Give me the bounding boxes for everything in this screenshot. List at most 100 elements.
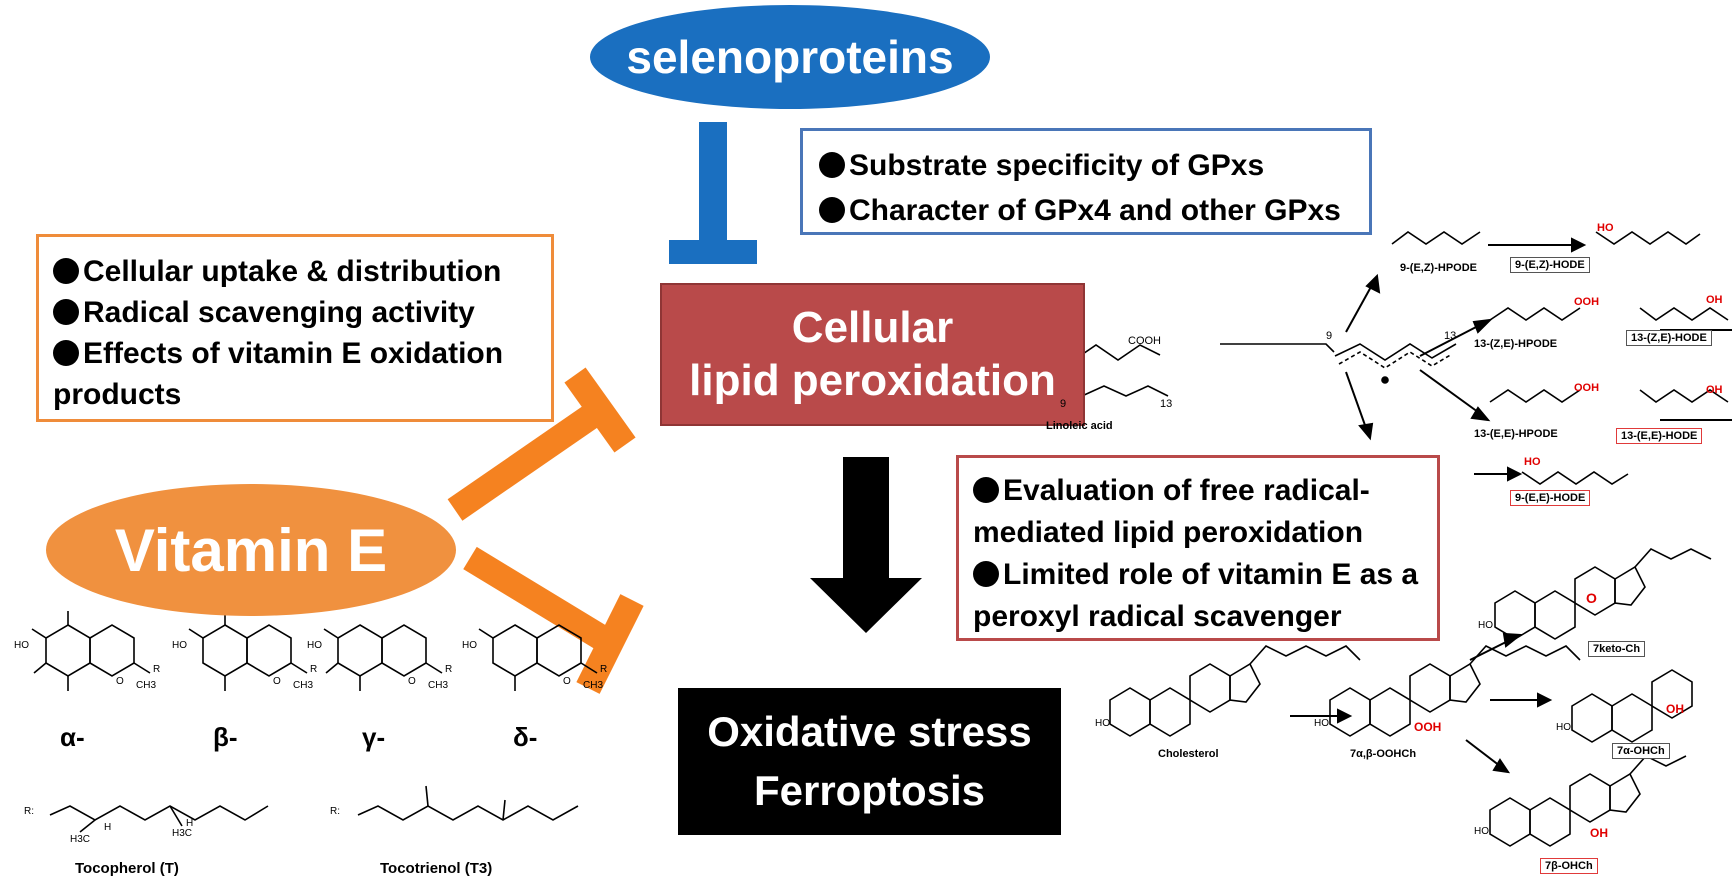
tocopherol-label: Tocopherol (T) bbox=[75, 860, 179, 877]
lipid-peroxidation-node: Cellular lipid peroxidation bbox=[660, 283, 1085, 426]
r-colon-label: R: bbox=[330, 806, 340, 817]
ooh-cholesterol-label: 7α,β-OOHCh bbox=[1350, 748, 1417, 760]
r-group-label: R bbox=[600, 664, 608, 675]
ho-atom-label: HO bbox=[172, 640, 187, 651]
vitamin-e-topics-box: Cellular uptake & distribution Radical s… bbox=[36, 234, 554, 422]
vitamin-e-node: Vitamin E bbox=[46, 484, 456, 616]
position-9-label: 9 bbox=[1060, 398, 1067, 410]
alpha-isomer-label: α- bbox=[60, 722, 85, 752]
keto-cholesterol-product: 7keto-Ch bbox=[1588, 641, 1646, 657]
delta-isomer-label: δ- bbox=[513, 722, 538, 752]
ho-group-label: HO bbox=[1524, 456, 1541, 468]
vitamin-e-inhibition-upper bbox=[447, 367, 636, 521]
bullet-icon bbox=[819, 197, 845, 223]
radical-position-9-label: 9 bbox=[1326, 330, 1333, 342]
ho-atom-label: HO bbox=[1095, 718, 1110, 729]
gpx-topic-item: Substrate specificity of GPxs bbox=[819, 143, 1355, 188]
ho-atom-label: HO bbox=[462, 640, 477, 651]
lipid-peroxidation-line-2: lipid peroxidation bbox=[689, 355, 1056, 405]
bullet-icon bbox=[819, 152, 845, 178]
cooh-label: COOH bbox=[1128, 335, 1161, 347]
ho-group-label: HO bbox=[1597, 222, 1614, 234]
bullet-icon bbox=[973, 561, 999, 587]
vitamin-topic-item: Cellular uptake & distribution bbox=[53, 251, 541, 292]
radical-topic-continuation: peroxyl radical scavenger bbox=[973, 600, 1342, 633]
beta-isomer-label: β- bbox=[213, 722, 238, 752]
ho-atom-label: HO bbox=[1556, 722, 1571, 733]
bullet-icon bbox=[53, 340, 79, 366]
o-atom-label: O bbox=[273, 676, 281, 687]
hode-9-ez-product: 9-(E,Z)-HODE bbox=[1510, 257, 1590, 273]
beta-oh-cholesterol-product: 7β-OHCh bbox=[1540, 858, 1598, 874]
bullet-icon bbox=[53, 258, 79, 284]
bullet-icon bbox=[973, 477, 999, 503]
cholesterol-arrows bbox=[1290, 632, 1553, 774]
ho-atom-label: HO bbox=[307, 640, 322, 651]
h-atom-label: H bbox=[104, 822, 112, 833]
hode-9-ee-product: 9-(E,E)-HODE bbox=[1510, 490, 1591, 506]
hpode-13-ze-label: 13-(Z,E)-HPODE bbox=[1474, 338, 1558, 350]
ho-atom-label: HO bbox=[14, 640, 29, 651]
oh-group-label: OH bbox=[1590, 826, 1608, 840]
ferroptosis-line: Ferroptosis bbox=[753, 766, 986, 814]
radical-topic-item: Evaluation of free radical- bbox=[973, 470, 1427, 512]
r-group-label: R bbox=[153, 664, 161, 675]
alpha-oh-cholesterol-product: 7α-OHCh bbox=[1612, 743, 1670, 759]
hpode-hode-structures bbox=[1391, 231, 1729, 485]
gamma-isomer-label: γ- bbox=[362, 722, 386, 752]
gpx-topic-item: Character of GPx4 and other GPxs bbox=[819, 188, 1355, 233]
gpx-topics-box: Substrate specificity of GPxs Character … bbox=[800, 128, 1372, 235]
o-atom-label: O bbox=[563, 676, 571, 687]
vitamin-topic-item: Radical scavenging activity bbox=[53, 292, 541, 333]
r-colon-label: R: bbox=[24, 806, 34, 817]
vitamin-e-inhibition-lower bbox=[463, 546, 644, 694]
bullet-icon bbox=[53, 299, 79, 325]
hode-13-ze-product: 13-(Z,E)-HODE bbox=[1626, 330, 1712, 346]
selenoproteins-node: selenoproteins bbox=[590, 5, 990, 109]
ho-atom-label: HO bbox=[1314, 718, 1329, 729]
oh-group-label: OH bbox=[1706, 294, 1723, 306]
cholesterol-structures bbox=[1109, 548, 1712, 847]
ch3-label: CH3 bbox=[293, 680, 314, 691]
oh-group-label: OH bbox=[1706, 384, 1723, 396]
h-atom-label: H bbox=[186, 818, 194, 829]
ch3-label: CH3 bbox=[428, 680, 449, 691]
ooh-group-label: OOH bbox=[1414, 720, 1442, 734]
r-group-label: R bbox=[310, 664, 318, 675]
ho-atom-label: HO bbox=[1474, 826, 1489, 837]
linoleic-acid-label: Linoleic acid bbox=[1046, 420, 1113, 432]
ooh-group-label: OOH bbox=[1574, 296, 1600, 308]
ooh-group-label: OOH bbox=[1574, 382, 1600, 394]
cholesterol-label: Cholesterol bbox=[1158, 748, 1219, 760]
radical-position-13-label: 13 bbox=[1444, 330, 1457, 342]
oxidative-stress-line-1: Oxidative stress bbox=[707, 707, 1032, 755]
r-group-label: R bbox=[445, 664, 453, 675]
ho-atom-label: HO bbox=[1478, 620, 1493, 631]
side-chain-structures bbox=[49, 785, 579, 833]
vitamin-topic-item: Effects of vitamin E oxidation bbox=[53, 333, 541, 374]
oh-group-label: OH bbox=[1666, 702, 1684, 716]
ch3-label: CH3 bbox=[136, 680, 157, 691]
tocopherol-structures bbox=[31, 611, 598, 691]
radical-intermediate bbox=[1334, 343, 1457, 384]
radical-topic-continuation: mediated lipid peroxidation bbox=[973, 516, 1364, 549]
tocotrienol-label: Tocotrienol (T3) bbox=[380, 860, 493, 877]
hpode-9-ez-label: 9-(E,Z)-HPODE bbox=[1400, 262, 1477, 274]
hode-13-ee-product: 13-(E,E)-HODE bbox=[1616, 428, 1703, 444]
oxidative-stress-node: Oxidative stress Ferroptosis bbox=[678, 688, 1061, 835]
lipid-peroxidation-line-1: Cellular bbox=[791, 302, 954, 352]
hpode-13-ee-label: 13-(E,E)-HPODE bbox=[1474, 428, 1558, 440]
ch3-label: CH3 bbox=[583, 680, 604, 691]
down-arrow bbox=[810, 457, 922, 633]
h3c-label: H3C bbox=[172, 828, 193, 839]
h3c-label: H3C bbox=[70, 834, 91, 845]
o-atom-label: O bbox=[116, 676, 124, 687]
position-13-label: 13 bbox=[1160, 398, 1173, 410]
radical-topic-item: Limited role of vitamin E as a bbox=[973, 554, 1427, 596]
radical-topics-box: Evaluation of free radical- mediated lip… bbox=[956, 455, 1440, 641]
keto-o-label: O bbox=[1586, 590, 1597, 606]
selenoprotein-inhibition bbox=[669, 122, 757, 264]
o-atom-label: O bbox=[408, 676, 416, 687]
vitamin-topic-continuation: products bbox=[53, 378, 182, 411]
